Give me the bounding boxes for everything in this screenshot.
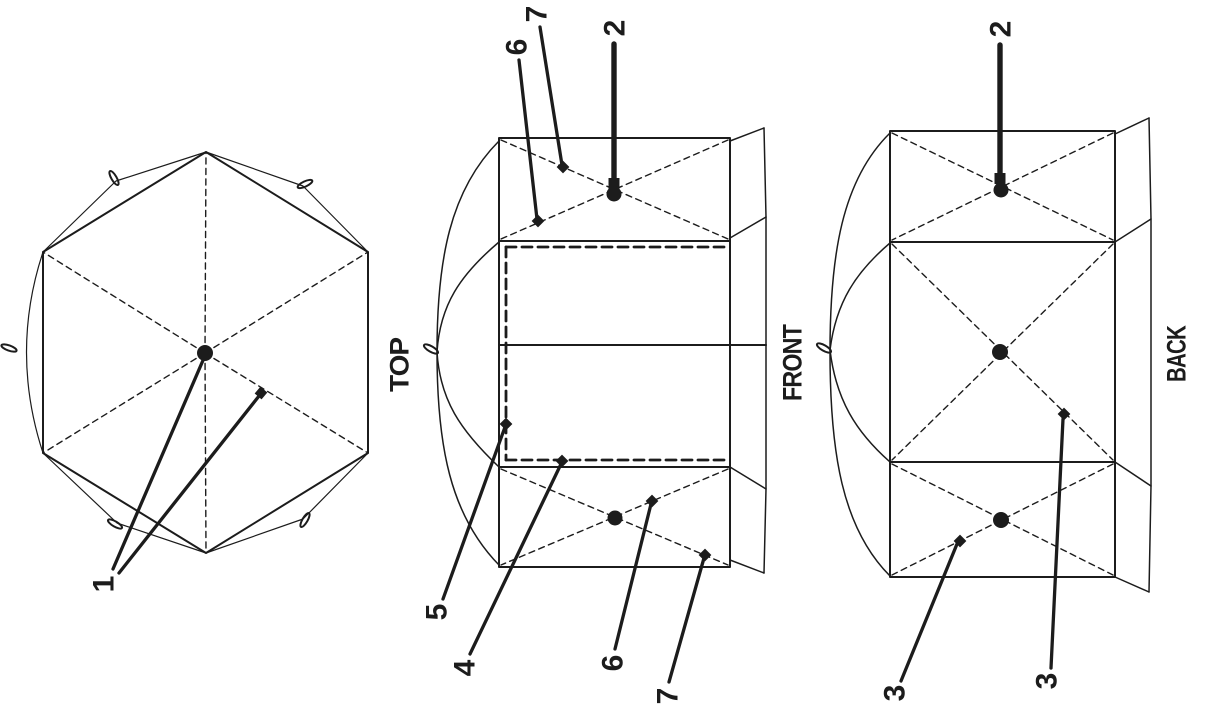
brace-line — [500, 468, 729, 566]
callout-label-6b: 6 — [597, 655, 630, 672]
hub-dot — [993, 512, 1009, 528]
skirt-fold — [1114, 218, 1152, 243]
peak-clip-square — [994, 173, 1006, 184]
callout-label-3: 3 — [879, 685, 912, 702]
roof-seam — [204, 151, 207, 354]
skirt-fold — [1114, 461, 1152, 487]
callout-leader — [538, 25, 564, 167]
roof-arc — [829, 132, 891, 577]
callout-leader — [468, 462, 563, 656]
front-view: 7 6 2 5 4 6 7 FRONT — [421, 6, 808, 705]
stake-loop-icon — [0, 343, 18, 353]
back-view-title: BACK — [1161, 325, 1191, 382]
callout-leader — [111, 356, 206, 571]
roof-seam — [204, 352, 207, 554]
callout-leader — [1049, 417, 1065, 670]
hub-dot — [992, 344, 1008, 360]
hub-dot — [606, 186, 622, 202]
callout-label-3b: 3 — [1031, 673, 1064, 690]
skirt-fold — [729, 559, 765, 574]
roof-seam — [42, 352, 206, 454]
guy-line — [205, 151, 369, 253]
frame-joint-square — [499, 417, 513, 431]
peak-loop-icon — [422, 343, 440, 355]
top-view: 1 TOP — [0, 151, 414, 593]
hub-dot — [993, 182, 1009, 198]
skirt-fold — [1114, 117, 1150, 135]
peak-clip-square — [608, 178, 620, 189]
stake-loop-icon — [108, 169, 120, 187]
brace-line — [891, 463, 1114, 576]
brace-line — [891, 243, 1114, 461]
skirt-fold — [1114, 576, 1150, 593]
guy-line — [25, 251, 44, 454]
callout-label-6: 6 — [501, 39, 534, 56]
roof-seam — [204, 352, 369, 454]
callout-label-4: 4 — [449, 659, 482, 676]
callout-leader — [899, 542, 959, 683]
peak-loop-icon — [815, 342, 833, 354]
guy-line — [42, 151, 207, 253]
callout-label-2: 2 — [985, 21, 1018, 38]
hub-dot — [607, 510, 623, 526]
callout-label-7: 7 — [521, 6, 554, 23]
brace-line — [891, 463, 1114, 576]
roof-arc — [436, 241, 500, 468]
skirt-edge — [1148, 117, 1152, 593]
callout-leader — [667, 556, 706, 684]
callout-label-7b: 7 — [652, 688, 685, 705]
skirt-fold — [729, 466, 767, 490]
brace-line — [891, 132, 1114, 241]
callout-leader — [117, 394, 261, 575]
center-hub-dot — [197, 345, 213, 361]
callout-leader — [613, 502, 653, 651]
roof-seam — [42, 251, 206, 354]
callout-label-1: 1 — [88, 576, 121, 593]
skirt-fold — [729, 216, 767, 239]
skirt-edge — [763, 127, 767, 574]
callout-label-2: 2 — [599, 20, 632, 37]
brace-line — [891, 132, 1114, 241]
top-view-title: TOP — [384, 337, 414, 392]
callout-leader — [517, 58, 539, 221]
roof-arc — [829, 242, 891, 463]
stake-loop-icon — [299, 511, 311, 529]
stake-loop-icon — [106, 518, 124, 530]
front-view-title: FRONT — [777, 324, 807, 401]
stake-loop-icon — [296, 178, 314, 190]
brace-line — [500, 468, 729, 566]
brace-line — [891, 243, 1114, 461]
roof-arc — [436, 140, 500, 566]
callout-label-5: 5 — [421, 604, 454, 621]
callout-leader — [441, 425, 507, 601]
roof-seam — [204, 251, 369, 354]
back-view: 2 3 3 BACK — [815, 21, 1191, 702]
skirt-fold — [729, 127, 765, 142]
